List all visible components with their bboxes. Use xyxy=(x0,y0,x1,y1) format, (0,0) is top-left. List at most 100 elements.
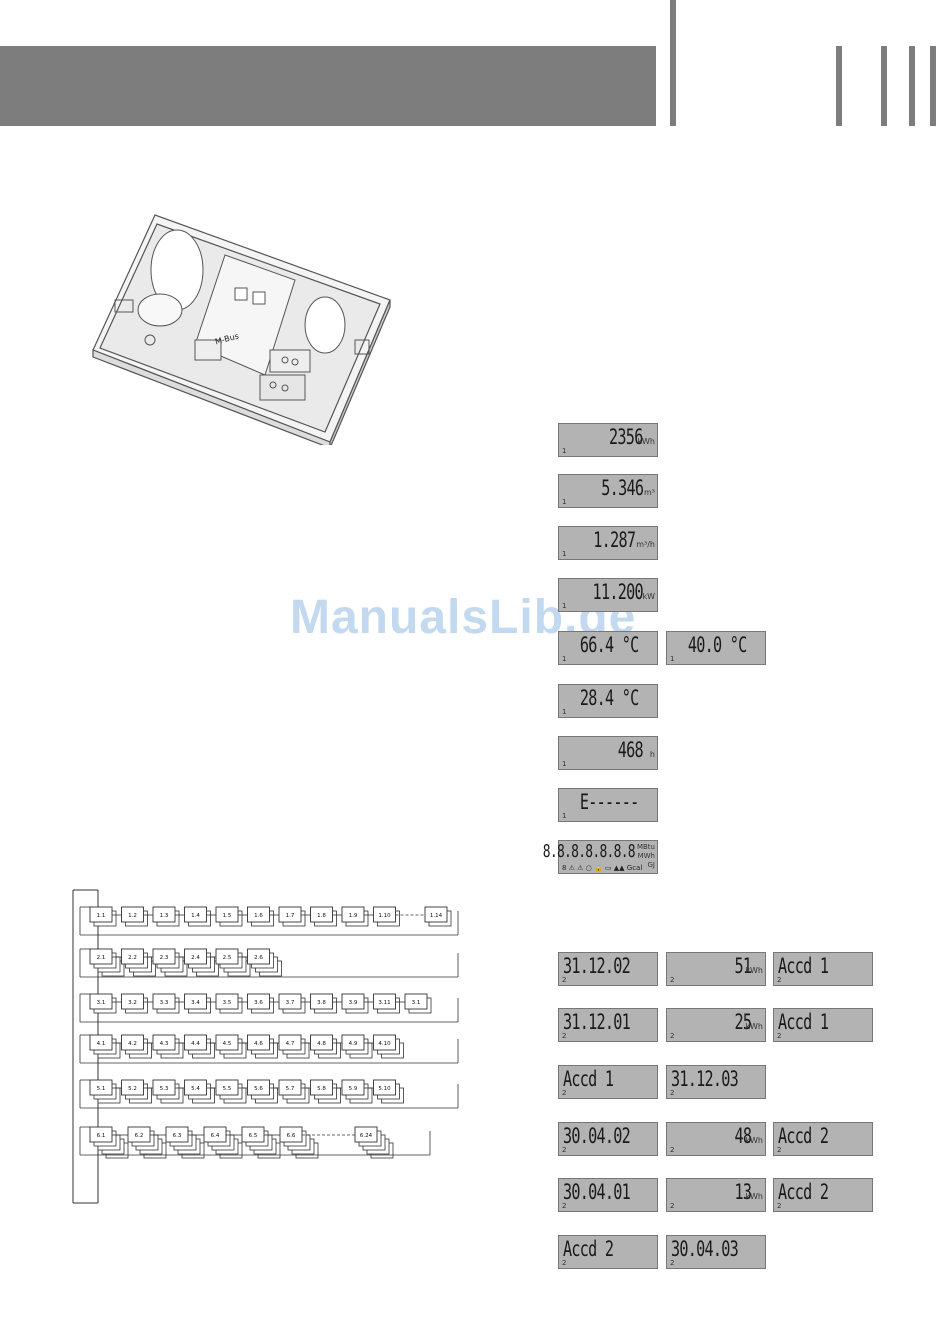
header-tick xyxy=(881,46,887,126)
lcd-value: 30.04.01 xyxy=(563,1180,631,1204)
flow-box xyxy=(404,993,428,1010)
lcd-index: 2 xyxy=(562,1202,567,1210)
flow-box-label: 3.7 xyxy=(286,1000,295,1006)
lcd-value: 11.200 xyxy=(592,580,644,604)
lcd-value: 40.0 °C xyxy=(688,633,747,657)
flow-box xyxy=(165,1126,189,1143)
lcd-value: Accd 1 xyxy=(778,954,829,978)
flow-box xyxy=(341,993,365,1010)
lcd-index: 2 xyxy=(777,1202,782,1210)
flow-box-label: 5.4 xyxy=(191,1086,200,1092)
lcd-unit: h xyxy=(649,750,655,759)
flow-box xyxy=(215,1034,239,1051)
flow-box xyxy=(89,1126,113,1143)
flow-box-label: 4.4 xyxy=(191,1041,200,1047)
flow-box xyxy=(121,1079,144,1096)
lcd-index: 1 xyxy=(670,655,675,663)
flow-box xyxy=(184,948,207,965)
lcd-value: Accd 2 xyxy=(778,1124,829,1148)
flow-box-label: 5.3 xyxy=(160,1086,169,1092)
lcd-index: 2 xyxy=(670,1202,675,1210)
flow-box xyxy=(184,1079,207,1096)
flow-box-label: 2.1 xyxy=(97,955,106,961)
lcd-index: 2 xyxy=(670,1032,675,1040)
flow-box-label: 3.3 xyxy=(160,1000,169,1006)
flow-box-label: 4.3 xyxy=(160,1041,169,1047)
lcd-index: 2 xyxy=(670,1089,675,1097)
lcd-value: Accd 2 xyxy=(563,1237,614,1261)
lcd-unit: MBtu MWh GJ xyxy=(636,843,655,869)
flow-box xyxy=(373,1079,396,1096)
flow-box-label: 6.3 xyxy=(173,1133,182,1139)
lcd-index: 1 xyxy=(562,602,567,610)
lcd-index: 2 xyxy=(562,1089,567,1097)
lcd-value: 13 xyxy=(734,1180,752,1204)
flow-box xyxy=(247,1079,270,1096)
flow-box-label: 1.10 xyxy=(378,913,391,919)
lcd-value: 31.12.03 xyxy=(671,1067,739,1091)
lcd-unit: kW xyxy=(642,592,655,601)
flow-box-label: 1.14 xyxy=(430,913,443,919)
flow-box xyxy=(247,948,270,965)
flow-box xyxy=(152,1034,176,1051)
header-tick xyxy=(836,46,842,126)
lcd-index: 2 xyxy=(670,1146,675,1154)
lcd-value: 48 xyxy=(734,1124,752,1148)
flow-box xyxy=(278,993,302,1010)
lcd-unit: m³ xyxy=(644,488,655,497)
lcd-index: 2 xyxy=(562,1032,567,1040)
flow-box xyxy=(278,1034,302,1051)
flow-box-label: 2.2 xyxy=(128,955,137,961)
flow-box xyxy=(121,1034,144,1051)
flow-box xyxy=(279,1126,303,1143)
flow-box xyxy=(89,906,113,923)
flow-box xyxy=(152,906,176,923)
flow-box xyxy=(184,906,207,923)
flow-box xyxy=(424,906,448,923)
lcd-index: 2 xyxy=(670,1259,675,1267)
flow-box xyxy=(247,906,270,923)
lcd-value: 1.287 xyxy=(593,528,636,552)
lcd-value: Accd 1 xyxy=(778,1010,829,1034)
flow-box-label: 5.10 xyxy=(378,1086,391,1092)
flow-box xyxy=(89,1034,113,1051)
flow-box-label: 1.3 xyxy=(160,913,169,919)
lcd-value: 30.04.02 xyxy=(563,1124,631,1148)
flow-box-label: 4.6 xyxy=(254,1041,263,1047)
flow-box xyxy=(341,1079,365,1096)
lcd-value: E------ xyxy=(580,790,639,814)
flow-box-label: 4.9 xyxy=(349,1041,358,1047)
flow-box-label: 1.2 xyxy=(128,913,137,919)
lcd-index: 2 xyxy=(562,1259,567,1267)
lcd-index: 2 xyxy=(777,1146,782,1154)
flow-box xyxy=(241,1126,265,1143)
flow-box-label: 3.4 xyxy=(191,1000,200,1006)
flow-box xyxy=(278,906,302,923)
flow-box xyxy=(215,993,239,1010)
flow-box-label: 5.2 xyxy=(128,1086,137,1092)
lcd-unit: kWh xyxy=(745,966,763,975)
flow-box xyxy=(121,993,144,1010)
flow-box-label: 4.1 xyxy=(97,1041,106,1047)
header-tick xyxy=(909,46,915,126)
flow-box xyxy=(310,993,333,1010)
flow-box-label: 4.10 xyxy=(378,1041,391,1047)
lcd-display-error: E------1 xyxy=(558,788,658,822)
flow-box-label: 3.8 xyxy=(317,1000,326,1006)
flow-box-label: 6.5 xyxy=(249,1133,258,1139)
flow-box-label: 3.1 xyxy=(97,1000,106,1006)
lcd-display-temp-return: 40.0 °C 1 xyxy=(666,631,766,665)
flow-box-label: 1.5 xyxy=(223,913,232,919)
flow-box xyxy=(373,906,396,923)
flow-box xyxy=(247,1034,270,1051)
flow-box-label: 6.4 xyxy=(211,1133,220,1139)
